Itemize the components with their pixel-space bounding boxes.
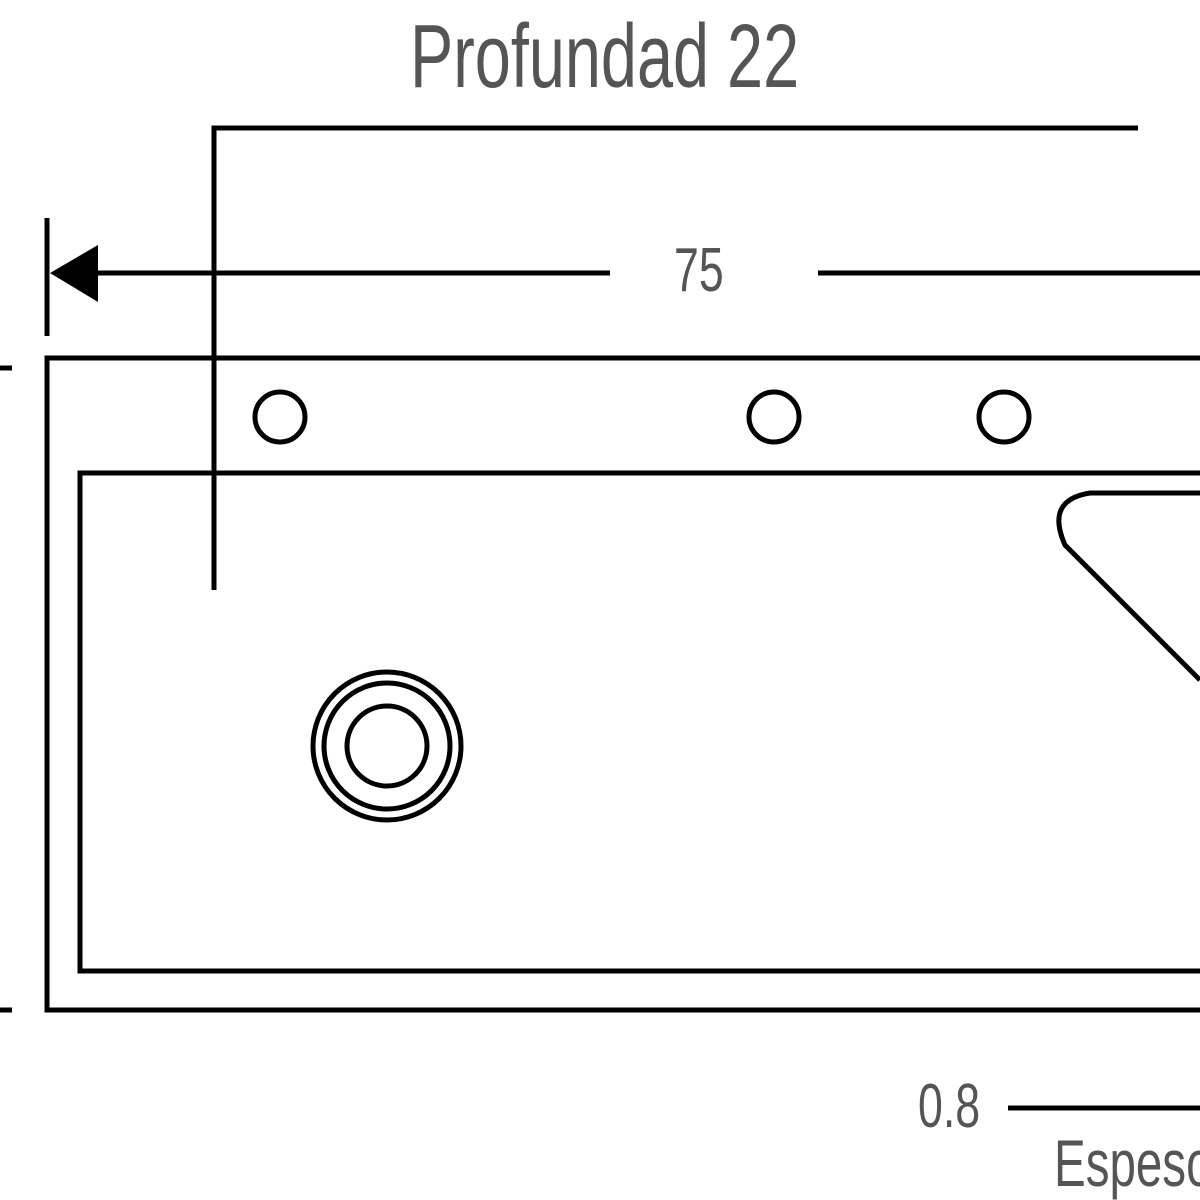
width-dimension-label: 75 — [674, 236, 724, 305]
drain-outer-ring — [310, 669, 464, 823]
thickness-label: Espesor — [1054, 1126, 1200, 1200]
arrowhead-left-icon — [50, 245, 98, 302]
depth-leader-line — [211, 125, 1138, 590]
depth-title: Profundad 22 — [410, 7, 800, 107]
faucet-hole — [252, 389, 308, 445]
faucet-hole — [976, 389, 1032, 445]
sink-outer-outline — [44, 355, 1200, 1013]
drain-middle-ring — [321, 680, 453, 812]
drain-inner-ring — [344, 703, 430, 789]
basin-outline — [77, 470, 1200, 974]
thickness-value: 0.8 — [918, 1072, 981, 1141]
faucet-hole — [746, 389, 802, 445]
drainboard-outline — [1056, 490, 1200, 682]
